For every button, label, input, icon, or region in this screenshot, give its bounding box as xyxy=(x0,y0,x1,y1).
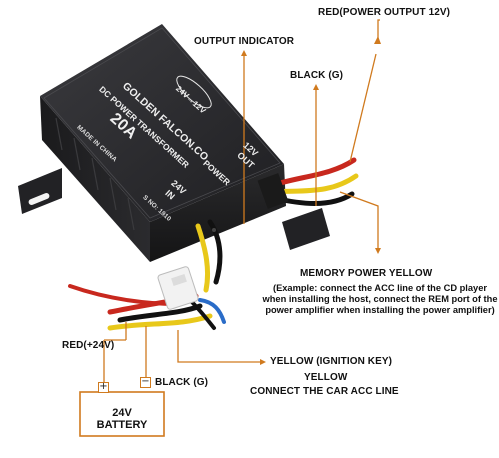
battery-label: 24V BATTERY xyxy=(96,407,148,431)
mounting-flange-right xyxy=(282,208,330,250)
label-output-indicator: OUTPUT INDICATOR xyxy=(194,36,295,47)
case-left-side xyxy=(40,96,150,262)
label-black-g-bottom: BLACK (G) xyxy=(155,377,209,388)
label-yellow-acc: YELLOW xyxy=(304,372,348,383)
mounting-flange-left xyxy=(18,168,62,214)
voltage-oval-badge xyxy=(176,75,212,109)
battery-minus-terminal: − xyxy=(140,376,151,388)
case-front-side xyxy=(150,164,286,262)
label-memory-power: MEMORY POWER YELLOW xyxy=(300,268,433,279)
output-indicator-led xyxy=(212,228,216,232)
label-red-input: RED(+24V) xyxy=(62,340,115,351)
label-red-output: RED(POWER OUTPUT 12V) xyxy=(318,7,451,18)
battery-box xyxy=(79,391,165,437)
label-acc-line: CONNECT THE CAR ACC LINE xyxy=(250,386,399,397)
label-memory-desc: (Example: connect the ACC line of the CD… xyxy=(262,283,498,316)
leader-lines xyxy=(103,19,381,382)
case-top-face xyxy=(40,24,284,222)
label-black-g-top: BLACK (G) xyxy=(290,70,344,81)
heat-fins xyxy=(55,117,135,231)
label-yellow-ignition: YELLOW (IGNITION KEY) xyxy=(270,356,393,367)
battery-plus-terminal: + xyxy=(98,381,109,393)
input-connector xyxy=(157,266,199,310)
